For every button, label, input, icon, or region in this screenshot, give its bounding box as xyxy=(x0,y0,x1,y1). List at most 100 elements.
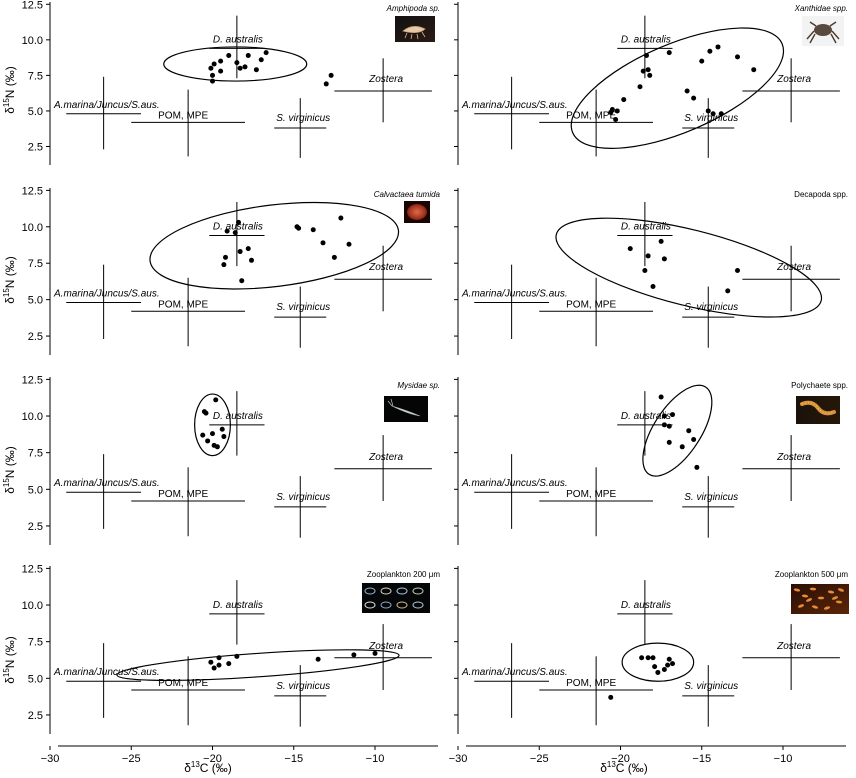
data-point xyxy=(211,665,217,671)
source-label: D. australis xyxy=(621,34,671,45)
source-label: A.marina/Juncus/S.aus. xyxy=(53,667,160,678)
source-cross-1: A.marina/Juncus/S.aus. xyxy=(53,264,160,339)
data-point xyxy=(203,410,209,416)
source-cross-1: A.marina/Juncus/S.aus. xyxy=(461,76,568,150)
panel-1: 2.55.07.510.012.5A.marina/Juncus/S.aus.P… xyxy=(22,0,440,165)
source-label: D. australis xyxy=(621,600,671,611)
data-point xyxy=(694,464,700,470)
y-tick-label: 7.5 xyxy=(28,70,43,82)
x-tick-label: −10 xyxy=(366,753,385,765)
taxon-label: Calvactaea tumida xyxy=(374,190,441,199)
data-point xyxy=(652,664,658,670)
data-point xyxy=(699,58,705,64)
data-point xyxy=(645,655,651,661)
source-cross-5: Zostera xyxy=(334,58,432,123)
data-point xyxy=(210,78,215,84)
data-point xyxy=(249,257,254,263)
source-label: A.marina/Juncus/S.aus. xyxy=(461,667,568,678)
source-label: D. australis xyxy=(213,411,263,422)
data-point xyxy=(735,54,740,60)
data-point xyxy=(338,215,344,221)
source-cross-4: S. virginicus xyxy=(682,98,738,158)
data-point xyxy=(211,61,217,67)
data-point xyxy=(613,116,619,122)
data-point xyxy=(237,249,243,255)
data-point xyxy=(614,108,620,114)
source-label: Zostera xyxy=(368,452,403,463)
data-point xyxy=(226,52,232,58)
data-point xyxy=(242,64,248,70)
data-point xyxy=(328,72,334,78)
y-axis-title-row3: δ15N (‰) xyxy=(2,446,17,494)
source-label: D. australis xyxy=(213,600,263,611)
y-tick-label: 10.0 xyxy=(22,222,43,234)
data-point xyxy=(200,432,206,438)
source-cross-2: POM, MPE xyxy=(539,89,653,157)
data-point xyxy=(226,661,232,667)
source-cross-5: Zostera xyxy=(742,58,840,123)
source-label: A.marina/Juncus/S.aus. xyxy=(461,478,568,489)
data-point xyxy=(221,434,227,440)
taxon-label: Polychaete spp. xyxy=(791,381,848,390)
source-cross-5: Zostera xyxy=(742,245,840,312)
data-point xyxy=(666,439,672,445)
taxon-thumbnail xyxy=(395,16,435,42)
x-tick-label: −30 xyxy=(449,753,468,765)
source-cross-2: POM, MPE xyxy=(539,656,653,726)
data-point xyxy=(691,436,697,442)
source-cross-4: S. virginicus xyxy=(274,98,330,158)
data-point xyxy=(216,662,222,668)
data-point xyxy=(310,227,316,233)
data-point xyxy=(236,219,241,225)
y-tick-label: 7.5 xyxy=(28,258,43,270)
source-cross-5: Zostera xyxy=(334,245,432,312)
source-label: POM, MPE xyxy=(158,110,208,121)
y-tick-label: 5.0 xyxy=(28,106,43,118)
taxon-label: Xanthidae spp. xyxy=(794,4,848,13)
data-point xyxy=(210,431,215,437)
data-point xyxy=(640,68,646,74)
confidence-ellipse xyxy=(555,217,823,318)
data-point xyxy=(205,438,211,444)
source-cross-2: POM, MPE xyxy=(539,467,653,537)
source-label: POM, MPE xyxy=(158,489,208,500)
source-label: S. virginicus xyxy=(276,492,330,503)
x-tick-label: −25 xyxy=(530,753,549,765)
y-tick-label: 2.5 xyxy=(28,710,43,722)
panel-5: 2.55.07.510.012.5A.marina/Juncus/S.aus.P… xyxy=(22,374,440,545)
data-point xyxy=(331,254,337,260)
mysid-photo-icon xyxy=(384,396,428,422)
confidence-ellipse xyxy=(570,27,785,149)
source-cross-1: A.marina/Juncus/S.aus. xyxy=(53,454,160,529)
taxon-thumbnail xyxy=(791,584,849,614)
source-cross-5: Zostera xyxy=(334,624,432,691)
data-point xyxy=(705,108,711,114)
data-point xyxy=(346,241,352,247)
source-cross-3: D. australis xyxy=(617,202,673,267)
y-tick-label: 12.5 xyxy=(22,0,43,11)
data-point xyxy=(315,656,321,662)
data-point xyxy=(258,57,264,63)
confidence-ellipse xyxy=(149,201,400,290)
source-cross-4: S. virginicus xyxy=(682,665,738,727)
data-point xyxy=(707,48,713,54)
data-point xyxy=(686,428,692,434)
source-cross-1: A.marina/Juncus/S.aus. xyxy=(461,264,568,339)
x-tick-label: −25 xyxy=(122,753,141,765)
data-point xyxy=(661,256,667,262)
data-point xyxy=(221,262,227,268)
data-point xyxy=(214,444,220,450)
data-point xyxy=(718,111,724,117)
data-point xyxy=(661,422,667,428)
source-label: S. virginicus xyxy=(684,681,738,692)
data-point xyxy=(725,288,731,294)
source-cross-4: S. virginicus xyxy=(682,286,738,348)
data-point xyxy=(245,246,251,252)
data-point xyxy=(644,52,649,58)
source-label: S. virginicus xyxy=(684,492,738,503)
source-cross-4: S. virginicus xyxy=(274,665,330,727)
data-point xyxy=(210,72,215,78)
taxon-thumbnail xyxy=(796,396,840,424)
data-point xyxy=(665,662,671,668)
source-cross-2: POM, MPE xyxy=(131,277,245,347)
